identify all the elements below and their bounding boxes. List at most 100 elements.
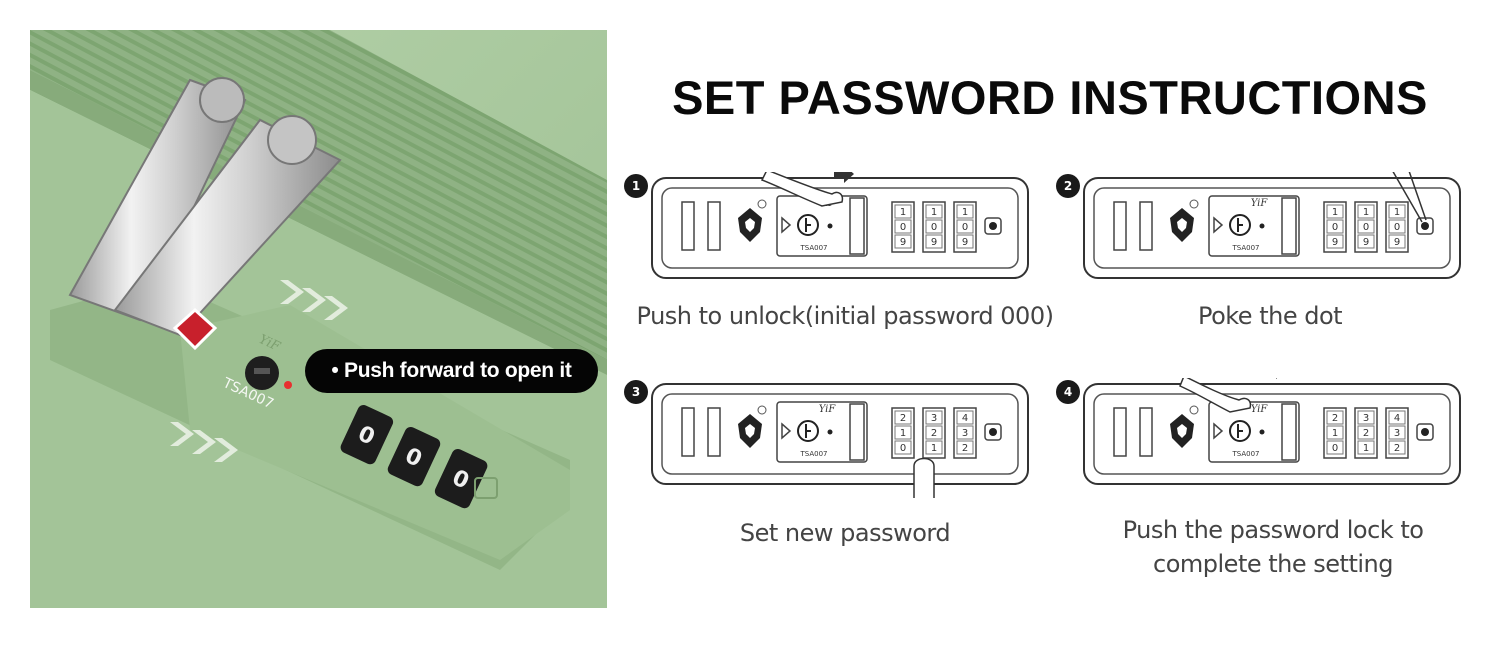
dial-digit: 2 xyxy=(1394,443,1400,454)
dial-digit: 3 xyxy=(1363,413,1369,424)
dial-digit: 1 xyxy=(900,428,906,439)
step-number-badge: 2 xyxy=(1064,179,1072,193)
combination-dials: 2 1 0 3 2 1 4 3 2 xyxy=(1323,407,1409,459)
dial-cell xyxy=(894,410,912,425)
dial-wheel xyxy=(891,407,915,459)
lock-diagram-4: 4 YiF TSA007 2 1 0 3 2 1 4 3 2 xyxy=(1056,361,1461,485)
dial-digit: 2 xyxy=(1363,428,1369,439)
tsa-red-diamond-icon xyxy=(172,307,218,351)
dial-cell xyxy=(1388,440,1406,455)
lock-brand-label: YiF xyxy=(819,404,837,415)
dial-cell xyxy=(1326,440,1344,455)
dial-cell xyxy=(1326,425,1344,440)
dial-cell xyxy=(1326,234,1344,249)
dial-wheel xyxy=(953,407,977,459)
lock-model-label: TSA007 xyxy=(800,244,828,252)
lock-brand-label: YiF xyxy=(1251,198,1269,209)
dial-digit: 9 xyxy=(931,237,937,248)
caption-line: Set new password xyxy=(739,519,951,547)
step-2-caption: Poke the dot xyxy=(1060,299,1480,333)
dial-digit: 0 xyxy=(1363,222,1369,233)
caption-line: Push to unlock(initial password 000) xyxy=(636,302,1054,330)
caption-line: Push the password lock to xyxy=(1122,516,1424,544)
dial-wheel xyxy=(922,201,946,253)
step-number-badge: 1 xyxy=(632,179,640,193)
product-photo: YiF TSA007 0 0 0 xyxy=(30,30,607,608)
dial-digit: 0 xyxy=(900,222,906,233)
dial-wheel xyxy=(953,201,977,253)
finger-icon xyxy=(913,457,935,498)
push-arrows-lower-icon xyxy=(170,422,238,462)
dial-digit: 1 xyxy=(931,443,937,454)
dial-cell xyxy=(1357,234,1375,249)
dial-wheel xyxy=(891,201,915,253)
dial-digit: 1 xyxy=(1363,207,1369,218)
lock-model-label: TSA007 xyxy=(1232,244,1260,252)
dial-digit: 1 xyxy=(1332,428,1338,439)
caption-line: complete the setting xyxy=(1153,550,1393,578)
dial-cell xyxy=(1357,204,1375,219)
lock-brand-label: YiF xyxy=(1251,404,1269,415)
photo-combination-dials: 0 0 0 xyxy=(340,405,498,509)
lock-model-label: TSA007 xyxy=(1232,450,1260,458)
dial-cell xyxy=(1357,219,1375,234)
dial-digit: 0 xyxy=(931,222,937,233)
step-number-badge: 4 xyxy=(1064,385,1072,399)
dial-digit: 2 xyxy=(931,428,937,439)
step-3-caption: Set new password xyxy=(620,516,1070,550)
step-4-caption: Push the password lock to complete the se… xyxy=(1060,513,1486,581)
dial-cell xyxy=(1388,234,1406,249)
dial-wheel xyxy=(1354,407,1378,459)
dial-digit: 9 xyxy=(900,237,906,248)
dial-wheel xyxy=(922,407,946,459)
dial-cell xyxy=(894,425,912,440)
step-4-diagram: 4 YiF TSA007 2 1 0 3 2 1 4 3 2 xyxy=(1054,361,1474,502)
dial-cell xyxy=(1357,425,1375,440)
push-forward-label: • Push forward to open it xyxy=(305,349,598,393)
dial-digit: 1 xyxy=(931,207,937,218)
page-title: SET PASSWORD INSTRUCTIONS xyxy=(672,71,1428,124)
dial-digit: 0 xyxy=(1332,222,1338,233)
dial-digit: 2 xyxy=(1332,413,1338,424)
dial-cell xyxy=(894,219,912,234)
dial-cell xyxy=(1326,219,1344,234)
dial-wheel xyxy=(1385,407,1409,459)
dial-wheel xyxy=(1323,407,1347,459)
dial-cell xyxy=(925,440,943,455)
caption-line: Poke the dot xyxy=(1197,302,1343,330)
dial-digit: 1 xyxy=(962,207,968,218)
dial-digit: 3 xyxy=(962,428,968,439)
dial-digit: 0 xyxy=(1394,222,1400,233)
dial-cell xyxy=(894,234,912,249)
dial-digit: 0 xyxy=(1332,443,1338,454)
dial-digit: 1 xyxy=(900,207,906,218)
push-arrows-upper-icon xyxy=(280,280,348,320)
dial-digit: 1 xyxy=(1363,443,1369,454)
dial-cell xyxy=(894,204,912,219)
dial-digit: 4 xyxy=(1394,413,1400,424)
key-cylinder-icon xyxy=(245,356,292,390)
dial-digit: 2 xyxy=(900,413,906,424)
dial-cell xyxy=(956,410,974,425)
dial-digit: 0 xyxy=(962,222,968,233)
dial-cell xyxy=(1326,204,1344,219)
dial-wheel xyxy=(1385,201,1409,253)
dial-cell xyxy=(956,440,974,455)
dial-cell xyxy=(956,425,974,440)
dial-cell xyxy=(925,204,943,219)
dial-digit: 1 xyxy=(1394,207,1400,218)
dial-cell xyxy=(1357,410,1375,425)
dial-digit: 9 xyxy=(1363,237,1369,248)
step-number-badge: 3 xyxy=(632,385,640,399)
dial-cell xyxy=(1388,410,1406,425)
dial-digit: 3 xyxy=(1394,428,1400,439)
lock-model-label: TSA007 xyxy=(800,450,828,458)
dial-cell xyxy=(925,425,943,440)
dial-digit: 3 xyxy=(931,413,937,424)
